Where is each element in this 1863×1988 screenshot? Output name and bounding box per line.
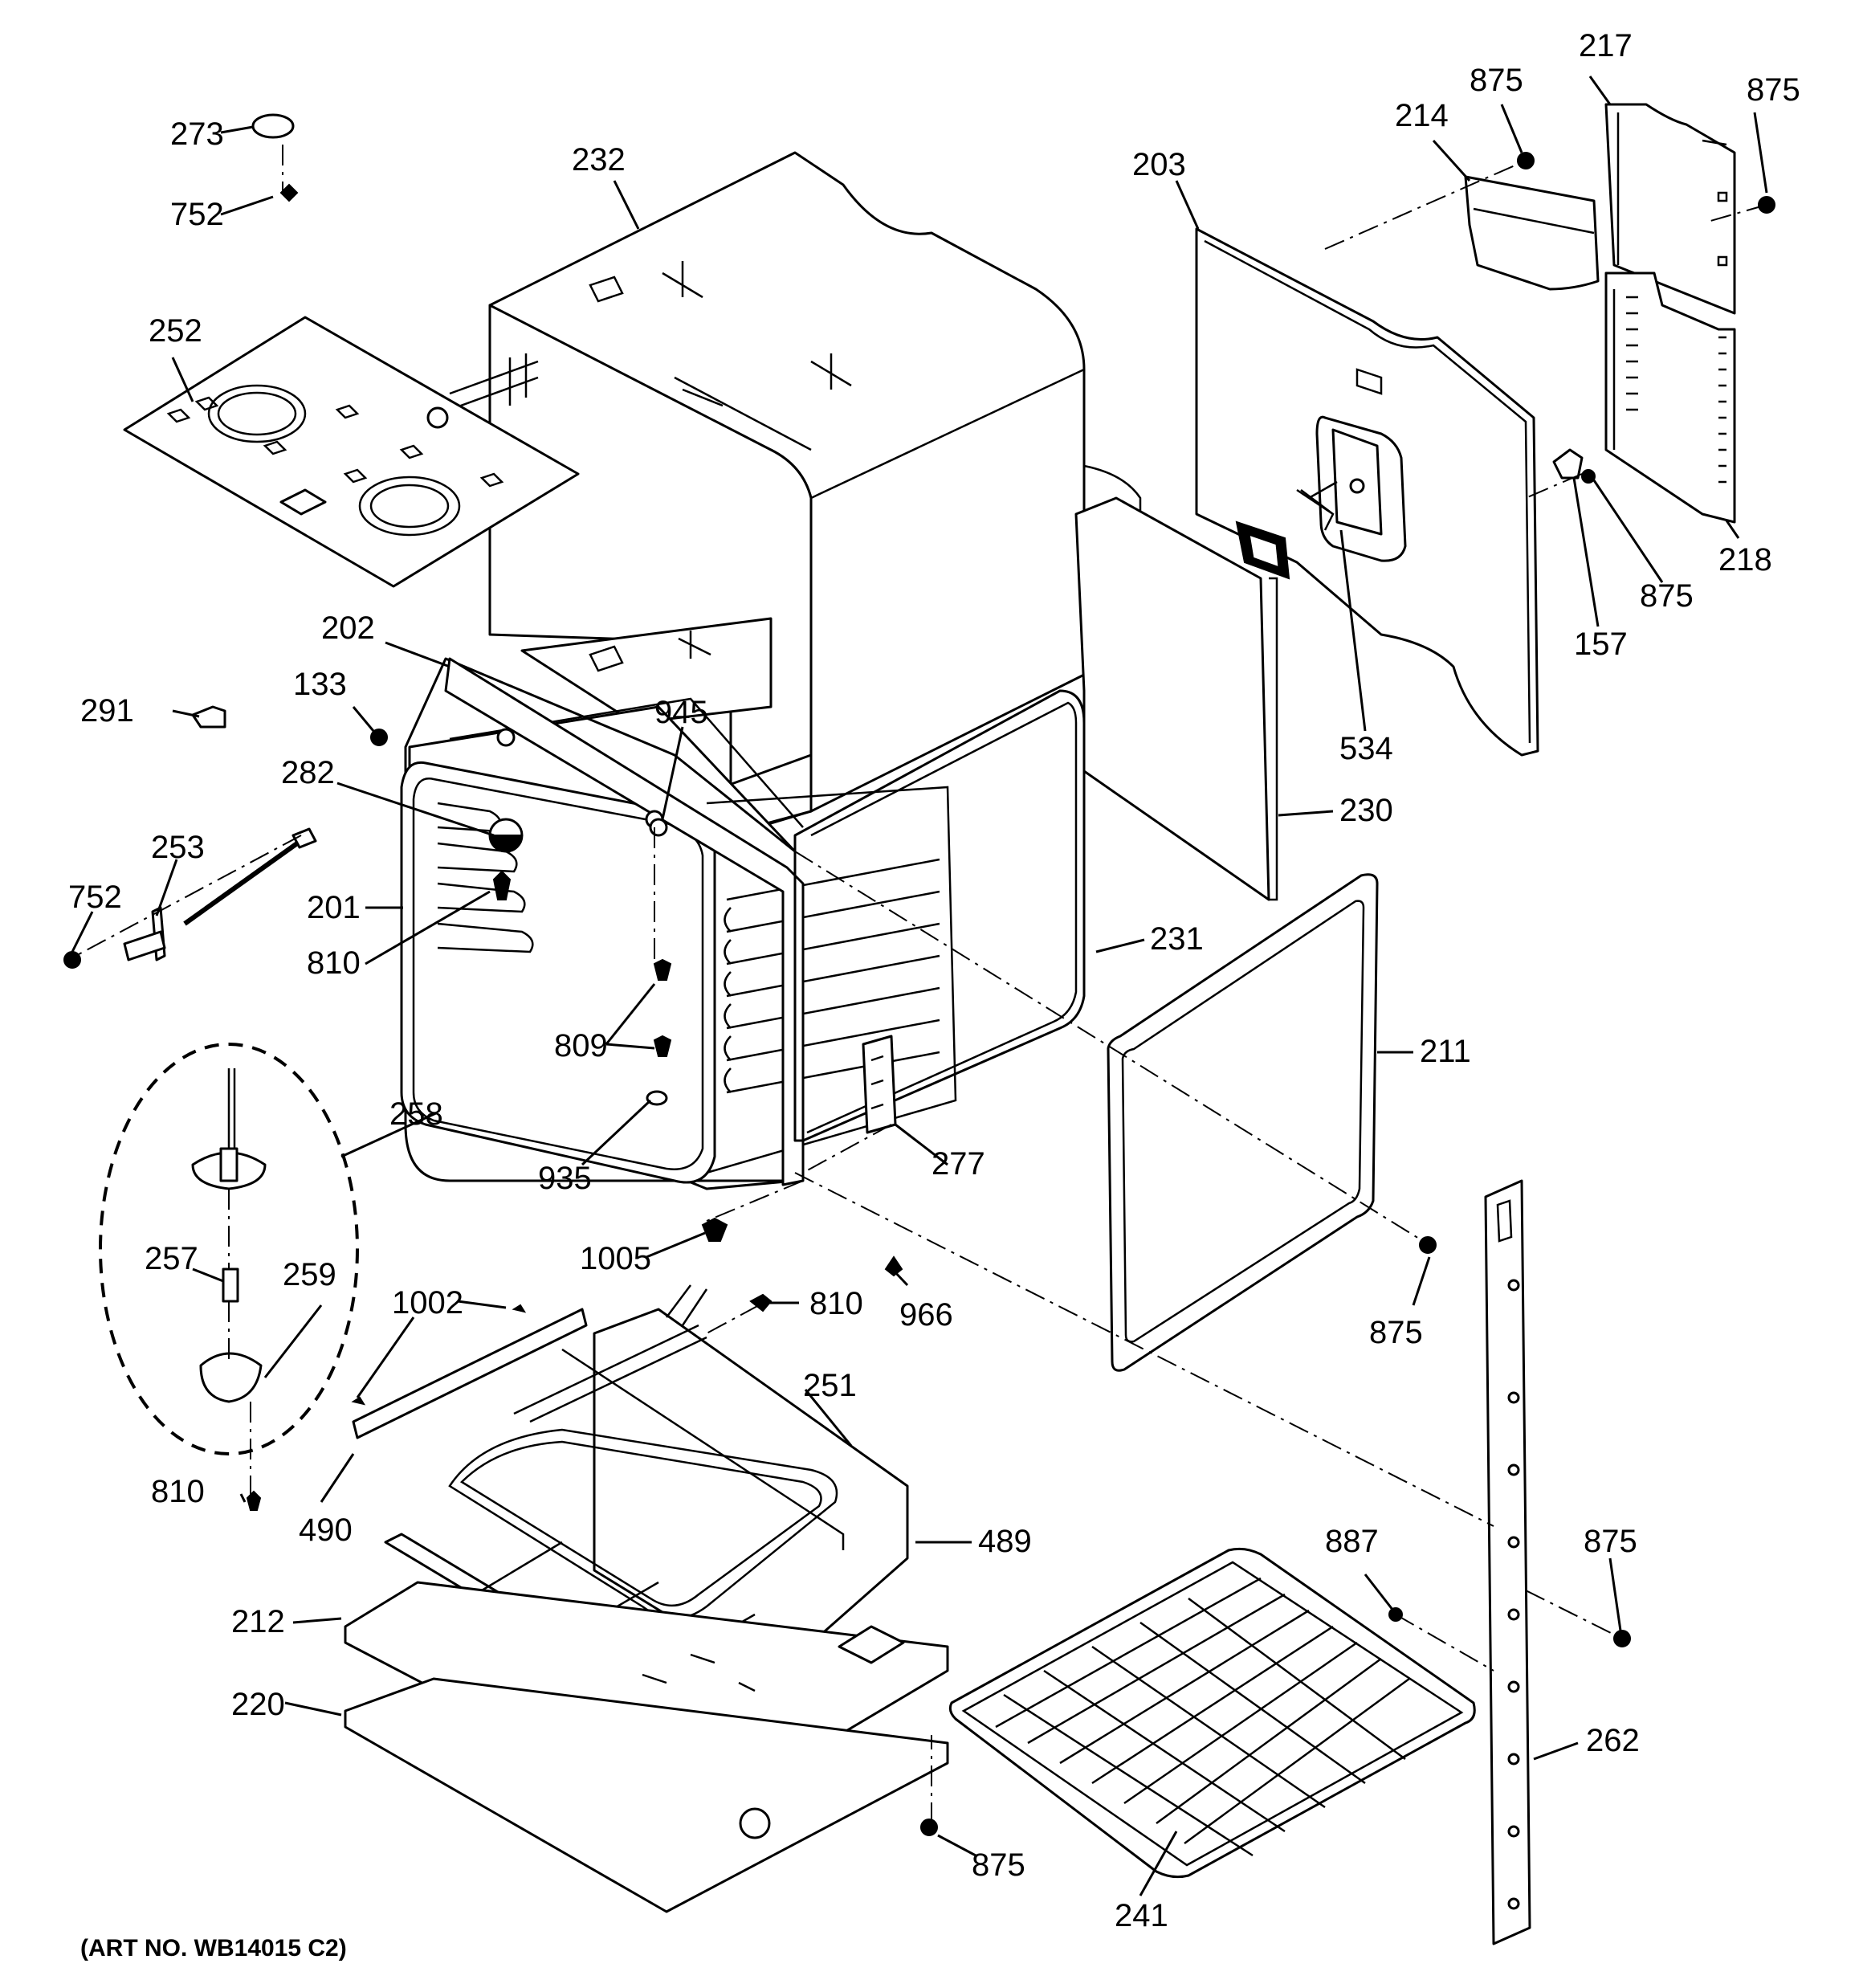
label-203: 203 — [1132, 147, 1186, 182]
oven-cavity-201 — [400, 657, 957, 1190]
label-752: 752 — [170, 197, 224, 232]
label-810-c: 810 — [809, 1286, 863, 1321]
label-218: 218 — [1718, 542, 1772, 578]
panel-218 — [1604, 271, 1736, 524]
sensor-inset-258 — [99, 1043, 359, 1455]
label-875-214: 875 — [1470, 63, 1523, 98]
screw-1002b — [351, 1396, 366, 1406]
label-282: 282 — [281, 755, 335, 790]
back-panel-203 — [1195, 227, 1539, 757]
side-panel-217 — [1604, 103, 1736, 315]
shield-490 — [352, 1308, 588, 1439]
label-212: 212 — [231, 1604, 285, 1639]
label-489: 489 — [978, 1524, 1032, 1559]
door-gasket-211 — [1107, 873, 1379, 1372]
label-232: 232 — [572, 142, 626, 178]
probe-253 — [123, 827, 317, 961]
bottom-panel-220 — [344, 1677, 949, 1913]
screw-875-214 — [1517, 152, 1535, 169]
label-875-218: 875 — [1640, 578, 1694, 614]
label-875-bottom: 875 — [972, 1847, 1025, 1883]
oven-rack-241 — [948, 1547, 1476, 1879]
label-752-b: 752 — [68, 880, 122, 915]
clip-291 — [191, 705, 226, 729]
screw-875-rail — [1613, 1630, 1631, 1647]
screw-809b — [653, 1035, 672, 1057]
label-887: 887 — [1325, 1524, 1379, 1559]
bracket-534 — [1296, 488, 1334, 516]
screw-1002 — [512, 1304, 527, 1313]
label-935: 935 — [538, 1161, 592, 1196]
grommet-133 — [370, 729, 388, 746]
label-251: 251 — [803, 1368, 857, 1403]
label-258: 258 — [389, 1096, 443, 1132]
label-241: 241 — [1115, 1898, 1168, 1933]
label-252: 252 — [149, 313, 202, 349]
label-262: 262 — [1586, 1723, 1640, 1758]
cap-273 — [251, 113, 295, 139]
label-220: 220 — [231, 1687, 285, 1722]
label-157: 157 — [1574, 627, 1628, 662]
label-875-gasket: 875 — [1369, 1315, 1423, 1350]
label-1005: 1005 — [580, 1241, 651, 1276]
grommet-935 — [646, 1090, 668, 1106]
grommet-945 — [649, 818, 668, 837]
label-966: 966 — [899, 1297, 953, 1333]
label-253: 253 — [151, 830, 205, 865]
label-273: 273 — [170, 116, 224, 152]
screw-752 — [63, 951, 81, 969]
label-810-b: 810 — [151, 1474, 205, 1509]
label-490: 490 — [299, 1512, 353, 1548]
art-number-caption: (ART NO. WB14015 C2) — [80, 1935, 347, 1961]
bottom-panel-212 — [344, 1581, 949, 1825]
top-cover-252 — [123, 316, 580, 588]
screw-810c — [749, 1293, 773, 1312]
label-133: 133 — [293, 667, 347, 702]
label-257: 257 — [145, 1241, 198, 1276]
label-231: 231 — [1150, 921, 1204, 957]
label-211: 211 — [1420, 1034, 1471, 1069]
label-277: 277 — [932, 1146, 985, 1182]
bracket-277 — [862, 1035, 897, 1134]
label-202: 202 — [321, 610, 375, 646]
side-rail-262 — [1484, 1179, 1531, 1945]
label-259: 259 — [283, 1257, 336, 1292]
clip-966 — [884, 1255, 903, 1277]
screw-1005 — [701, 1217, 728, 1242]
label-809: 809 — [554, 1028, 608, 1063]
label-945: 945 — [654, 695, 708, 730]
label-534: 534 — [1339, 731, 1393, 766]
screw-752-top — [279, 183, 299, 202]
part-labels: 273 752 232 252 202 133 291 945 282 253 … — [68, 28, 1800, 1933]
screw-810d — [246, 1490, 262, 1511]
screw-875-bottom — [920, 1819, 938, 1836]
label-291: 291 — [80, 693, 134, 729]
bracket-214 — [1464, 175, 1600, 291]
screw-809a — [653, 958, 672, 981]
screw-875-gasket — [1419, 1236, 1437, 1254]
leader-lines — [71, 76, 1768, 1896]
label-1002: 1002 — [392, 1285, 463, 1321]
thermostat-157 — [1552, 448, 1584, 480]
label-875-217: 875 — [1747, 72, 1800, 108]
insulation-230 — [1074, 496, 1278, 901]
label-810: 810 — [307, 945, 361, 981]
assembly-lines — [67, 145, 1767, 1823]
screw-810 — [492, 870, 512, 900]
label-214: 214 — [1395, 98, 1449, 133]
label-217: 217 — [1579, 28, 1633, 63]
screw-875-218 — [1581, 469, 1596, 484]
outer-wrapper-232 — [449, 151, 1142, 837]
label-875-rail: 875 — [1584, 1524, 1637, 1559]
label-201: 201 — [307, 890, 361, 925]
label-230: 230 — [1339, 793, 1393, 828]
